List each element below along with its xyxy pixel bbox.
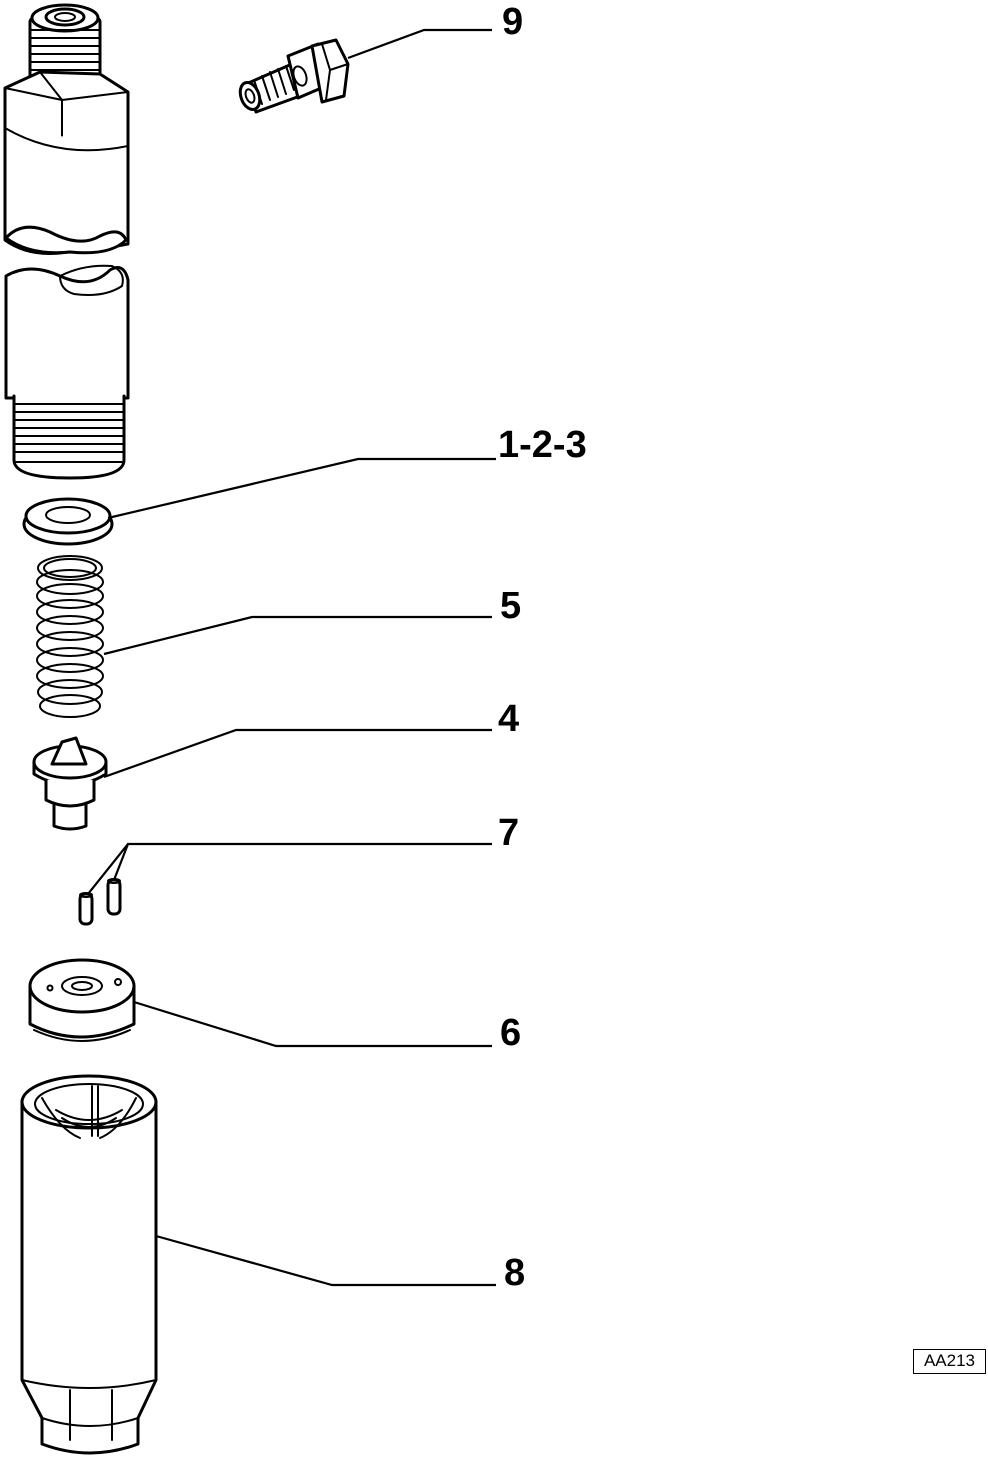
injector-holder-body-lower xyxy=(4,264,130,480)
spring-seat xyxy=(32,736,108,831)
leader-lines xyxy=(87,28,496,1287)
shim-washer xyxy=(22,497,114,546)
leader-7a xyxy=(87,842,492,895)
leader-6 xyxy=(133,1000,492,1048)
leader-1-2-3 xyxy=(107,457,496,520)
intermediate-plate xyxy=(28,958,136,1042)
callout-5: 5 xyxy=(500,585,522,627)
callout-9: 9 xyxy=(502,1,524,43)
banjo-bolt xyxy=(238,38,350,114)
callout-7: 7 xyxy=(498,812,520,854)
leader-5 xyxy=(103,615,492,656)
injector-holder-body-upper xyxy=(3,3,130,255)
leader-4 xyxy=(103,728,492,779)
nozzle-retaining-nut xyxy=(20,1074,158,1455)
leader-7b xyxy=(112,843,130,881)
pressure-spring xyxy=(36,555,104,718)
leader-8 xyxy=(155,1234,496,1287)
callout-6: 6 xyxy=(500,1012,522,1054)
leader-9 xyxy=(347,28,492,60)
figure-reference-code: AA213 xyxy=(913,1349,986,1374)
callout-8: 8 xyxy=(504,1252,526,1294)
callout-4: 4 xyxy=(498,698,520,740)
dowel-pins xyxy=(78,878,122,926)
callout-1-2-3: 1-2-3 xyxy=(498,424,587,466)
